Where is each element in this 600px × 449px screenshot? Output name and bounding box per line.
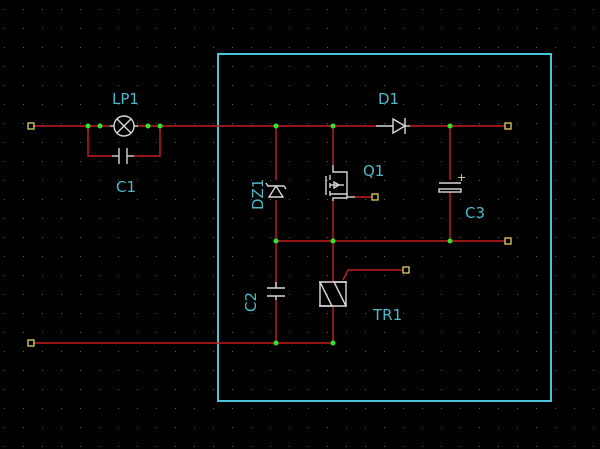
capacitor-icon[interactable] — [112, 148, 134, 164]
capacitor-icon[interactable] — [267, 282, 285, 300]
electrolytic-capacitor-icon[interactable]: + — [438, 171, 466, 193]
grid-dots — [4, 9, 594, 447]
mosfet-icon[interactable] — [325, 165, 355, 201]
label-lp1: LP1 — [112, 90, 139, 108]
label-c2: C2 — [242, 292, 260, 312]
lamp-icon[interactable] — [110, 115, 138, 137]
wires — [33, 125, 505, 344]
triac-icon[interactable] — [319, 281, 347, 307]
label-d1: D1 — [378, 90, 399, 108]
junction-dots — [85, 123, 453, 346]
port-pins[interactable] — [27, 122, 512, 347]
label-c3: C3 — [465, 204, 485, 222]
diode-icon[interactable] — [376, 117, 410, 135]
zener-diode-icon[interactable] — [265, 182, 287, 198]
subcircuit-frame[interactable] — [217, 53, 552, 402]
label-tr1: TR1 — [372, 306, 402, 324]
label-dz1: DZ1 — [249, 179, 267, 210]
label-q1: Q1 — [363, 162, 384, 180]
c3-polarity: + — [457, 171, 466, 184]
label-c1: C1 — [116, 178, 136, 196]
